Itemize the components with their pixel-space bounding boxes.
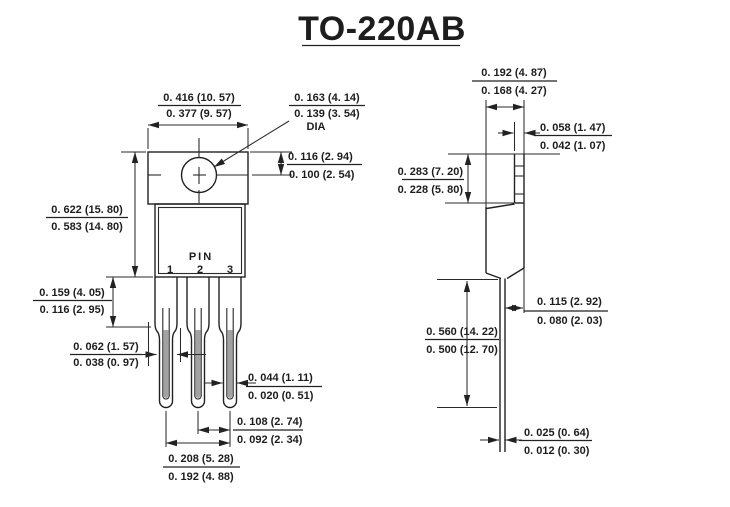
body-outline (154, 203, 246, 278)
dim-lead-span: 0. 208 (5. 28) 0. 192 (4. 88) (163, 411, 240, 483)
lead-metal-fill (195, 330, 201, 398)
dim-min-value: 0. 192 (4. 88) (168, 471, 234, 483)
dim-max-value: 0. 159 (4. 05) (39, 287, 105, 299)
tab-hole-lines (514, 165, 524, 195)
dim-lead-width: 0. 062 (1. 57) 0. 038 (0. 97) (70, 322, 206, 369)
dim-max-value: 0. 560 (14. 22) (426, 326, 498, 338)
dim-min-value: 0. 092 (2. 34) (237, 434, 303, 446)
dim-lead-pitch: 0. 108 (2. 74) 0. 092 (2. 34) (197, 411, 303, 447)
lead-outline (218, 277, 242, 409)
dim-min-value: 0. 038 (0. 97) (73, 357, 139, 369)
dim-max-value: 0. 208 (5. 28) (168, 453, 234, 465)
dim-max-value: 0. 283 (7. 20) (398, 166, 464, 178)
dim-min-value: 0. 139 (3. 54) (294, 108, 360, 120)
lead-outline (186, 277, 210, 409)
dim-min-value: 0. 168 (4. 27) (481, 85, 547, 97)
leads (154, 277, 242, 409)
dim-lead-tip-width: 0. 044 (1. 11) 0. 020 (0. 51) (205, 372, 322, 402)
body-bottom-chamfer (506, 267, 525, 280)
hole-centerlines (148, 138, 248, 203)
dim-min-value: 0. 042 (1. 07) (540, 140, 606, 152)
dim-body-height: 0. 622 (15. 80) 0. 583 (14. 80) (46, 151, 153, 278)
lead-outline (154, 277, 178, 409)
leader-line (213, 120, 290, 168)
dim-max-value: 0. 108 (2. 74) (237, 416, 303, 428)
dim-min-value: 0. 080 (2. 03) (537, 315, 603, 327)
lead-inner-line (194, 308, 202, 400)
dim-max-value: 0. 115 (2. 92) (537, 296, 602, 308)
pin-number-1: 1 (167, 264, 173, 276)
dim-max-value: 0. 116 (2. 94) (288, 151, 353, 163)
body-top-edge (486, 203, 515, 210)
dim-min-value: 0. 377 (9. 57) (166, 108, 232, 120)
dim-max-value: 0. 025 (0. 64) (524, 427, 590, 439)
dim-max-value: 0. 192 (4. 87) (481, 67, 547, 79)
dim-front-width: 0. 416 (10. 57) 0. 377 (9. 57) (147, 92, 249, 149)
tab-outline (147, 151, 249, 205)
dim-min-value: 0. 228 (5. 80) (398, 184, 464, 196)
body-inner-chamfer-line (157, 206, 243, 275)
dim-min-value: 0. 583 (14. 80) (51, 221, 123, 233)
dim-max-value: 0. 044 (1. 11) (248, 372, 313, 384)
page-title: TO-220AB (298, 10, 466, 48)
lead-metal-fill (163, 330, 169, 398)
front-view: PIN 1 2 3 0. 416 (10. 57) 0. 377 (9. 57)… (33, 92, 365, 483)
dia-label: DIA (307, 121, 326, 133)
dim-min-value: 0. 012 (0. 30) (524, 445, 590, 457)
dim-max-value: 0. 058 (1. 47) (540, 122, 606, 134)
dim-side-depth: 0. 192 (4. 87) 0. 168 (4. 27) (472, 67, 557, 111)
pin-number-2: 2 (197, 264, 203, 276)
pin-label: PIN (189, 251, 213, 263)
dim-lead-thickness: 0. 025 (0. 64) 0. 012 (0. 30) (480, 427, 592, 457)
lead-inner-line (226, 308, 234, 400)
dim-max-value: 0. 062 (1. 57) (73, 341, 139, 353)
body-bottom-chamfer (485, 272, 502, 280)
dim-min-value: 0. 116 (2. 95) (40, 304, 105, 316)
lead-metal-fill (227, 330, 233, 398)
dim-max-value: 0. 622 (15. 80) (51, 204, 123, 216)
side-view: 0. 192 (4. 87) 0. 168 (4. 27) 0. 058 (1.… (398, 67, 612, 457)
dim-lead-length: 0. 560 (14. 22) 0. 500 (12. 70) (425, 278, 499, 409)
dim-hole-diameter: 0. 163 (4. 14) 0. 139 (3. 54) DIA (213, 92, 365, 168)
dim-min-value: 0. 100 (2. 54) (289, 169, 355, 181)
pin-number-3: 3 (227, 264, 233, 276)
dim-min-value: 0. 500 (12. 70) (426, 344, 498, 356)
dim-min-value: 0. 020 (0. 51) (248, 390, 314, 402)
dim-tab-thickness: 0. 058 (1. 47) 0. 042 (1. 07) (498, 122, 612, 152)
dim-lead-standoff: 0. 115 (2. 92) 0. 080 (2. 03) (505, 296, 608, 327)
dim-flange-height: 0. 283 (7. 20) 0. 228 (5. 80) (398, 153, 560, 204)
title-block: TO-220AB (298, 10, 466, 48)
lead-inner-line (162, 308, 170, 400)
dim-max-value: 0. 416 (10. 57) (163, 92, 235, 104)
dim-lead-shoulder: 0. 159 (4. 05) 0. 116 (2. 95) (33, 277, 151, 328)
dim-max-value: 0. 163 (4. 14) (294, 92, 360, 104)
dim-hole-offset: 0. 116 (2. 94) 0. 100 (2. 54) (250, 151, 362, 181)
